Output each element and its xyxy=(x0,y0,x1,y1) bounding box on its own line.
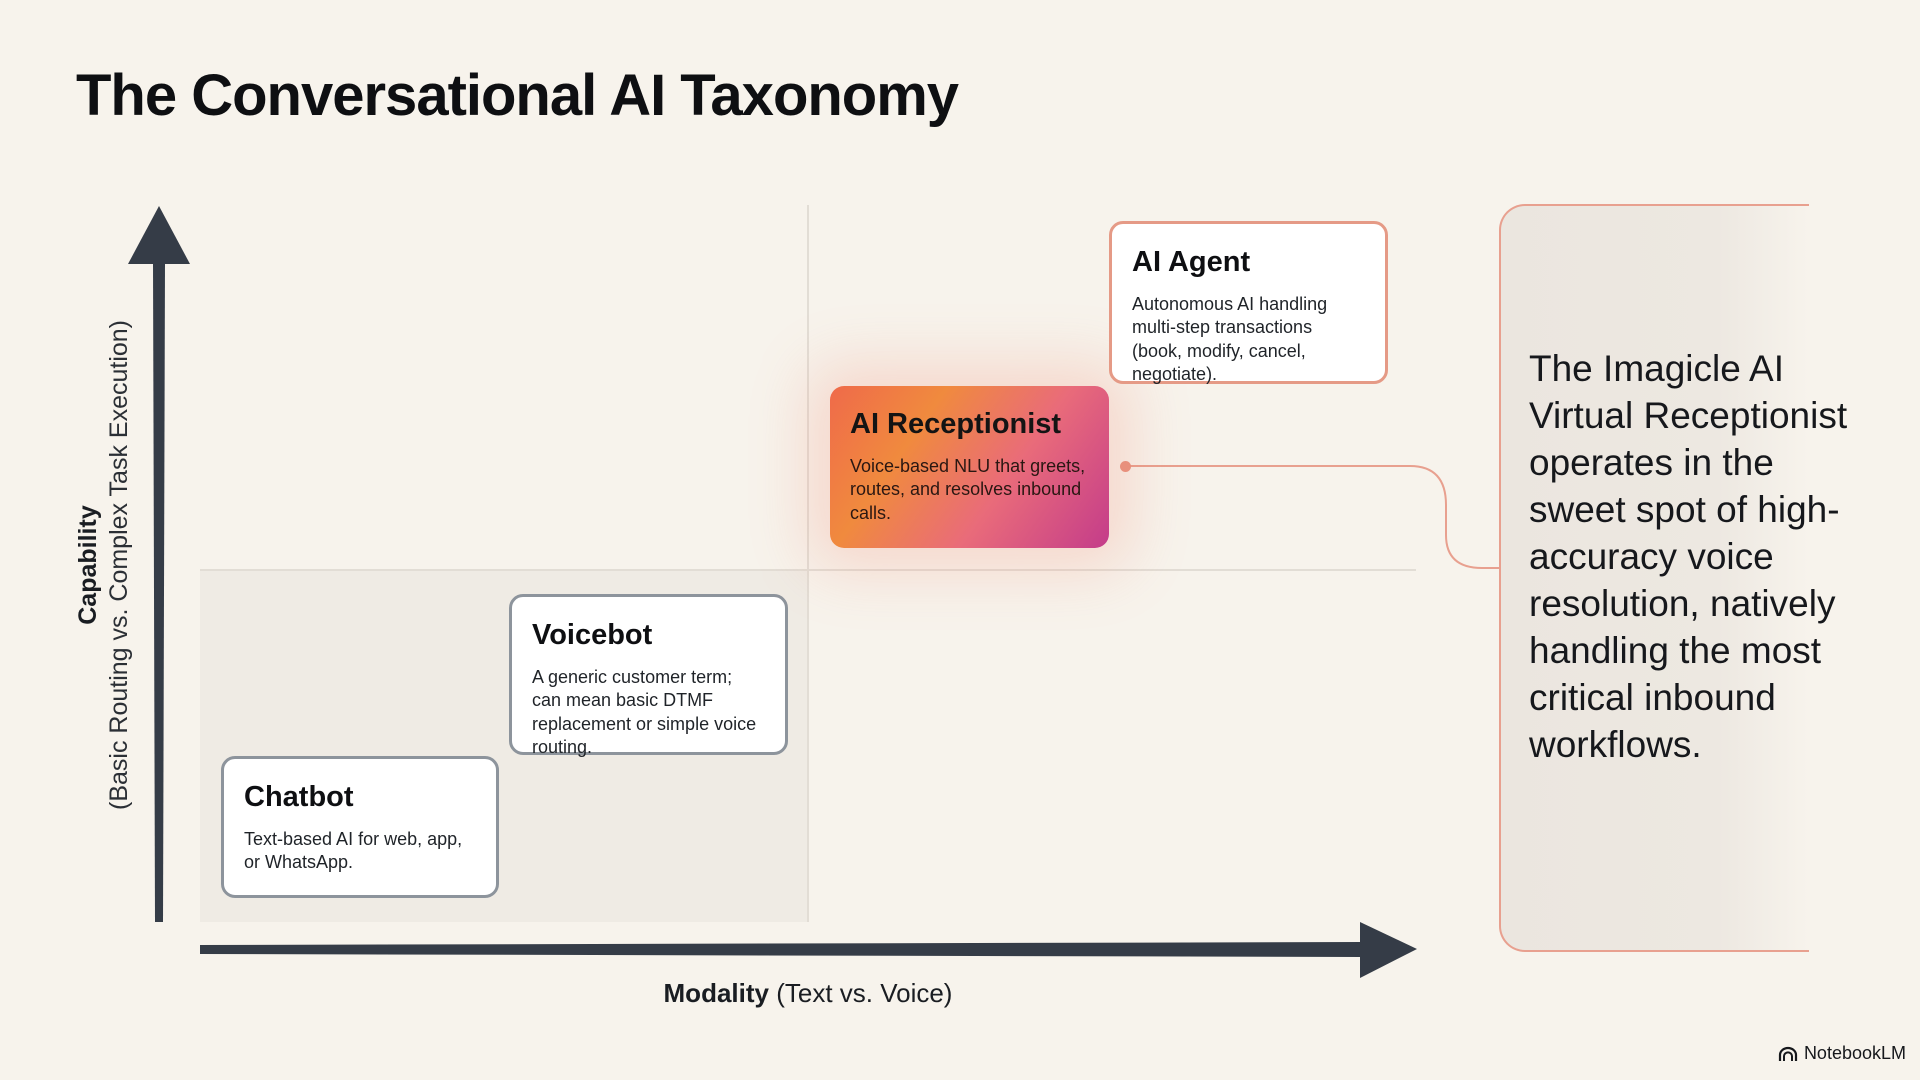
notebooklm-logo-icon xyxy=(1778,1046,1798,1061)
x-axis-subtitle: (Text vs. Voice) xyxy=(776,978,953,1008)
x-axis-arrowhead xyxy=(1360,922,1417,978)
x-axis-line xyxy=(200,942,1362,957)
ai-agent-description: Autonomous AI handling multi-step transa… xyxy=(1132,294,1328,385)
voicebot-description: A generic customer term; can mean basic … xyxy=(532,667,757,758)
connector-line xyxy=(1126,465,1500,569)
ai-receptionist-card: AI Receptionist Voice-based NLU that gre… xyxy=(830,386,1109,548)
y-axis-label: Capability (Basic Routing vs. Complex Ta… xyxy=(73,320,136,810)
chatbot-card: Chatbot Text-based AI for web, app, or W… xyxy=(221,756,499,898)
horizontal-grid-line xyxy=(200,569,1416,571)
ai-agent-card: AI Agent Autonomous AI handling multi-st… xyxy=(1109,221,1388,384)
ai-receptionist-description: Voice-based NLU that greets, routes, and… xyxy=(850,456,1086,523)
chatbot-description: Text-based AI for web, app, or WhatsApp. xyxy=(244,829,463,873)
brand-label: NotebookLM xyxy=(1803,1043,1906,1063)
page-title: The Conversational AI Taxonomy xyxy=(76,63,959,128)
x-axis-title: Modality xyxy=(663,978,777,1008)
callout-text: The Imagicle AI Virtual Receptionist ope… xyxy=(1529,348,1848,765)
callout-panel xyxy=(1499,204,1809,952)
ai-agent-title: AI Agent xyxy=(1132,246,1251,278)
vertical-grid-line xyxy=(807,205,809,922)
voicebot-title: Voicebot xyxy=(532,619,653,651)
y-axis-subtitle: (Basic Routing vs. Complex Task Executio… xyxy=(105,319,133,811)
chatbot-title: Chatbot xyxy=(244,781,354,813)
y-axis-arrowhead xyxy=(128,206,190,264)
y-axis-line xyxy=(153,262,165,922)
x-axis-label: Modality (Text vs. Voice) xyxy=(664,978,953,1009)
connector-dot xyxy=(1120,461,1131,472)
ai-receptionist-title: AI Receptionist xyxy=(850,408,1062,440)
brand-watermark: NotebookLM xyxy=(1778,1043,1906,1064)
voicebot-card: Voicebot A generic customer term; can me… xyxy=(509,594,788,757)
y-axis-title: Capability xyxy=(73,505,102,625)
